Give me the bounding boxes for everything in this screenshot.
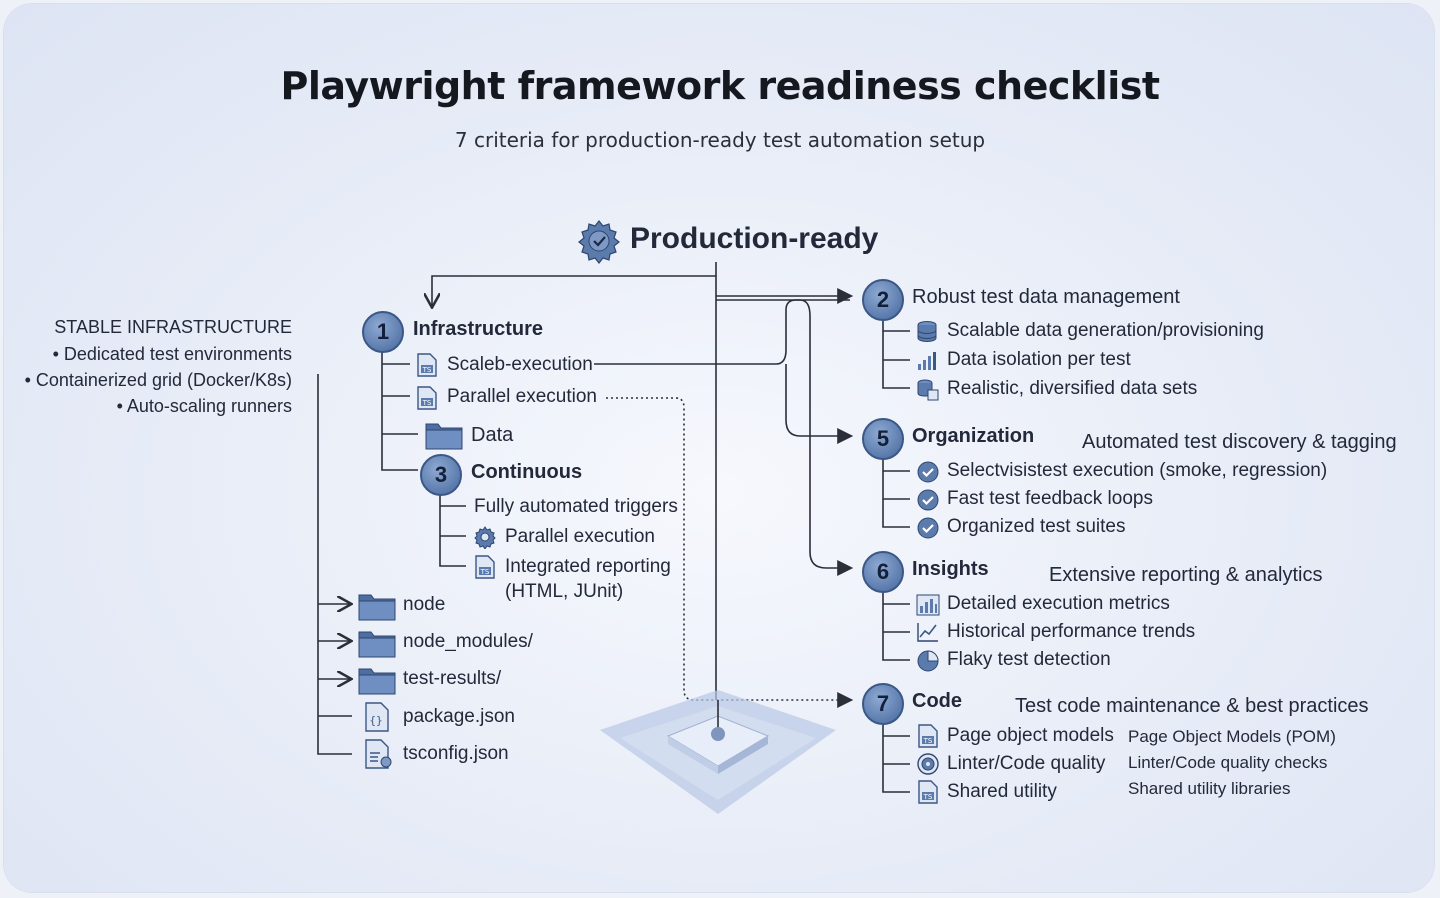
pie-chart-icon [916,649,940,677]
check-circle-icon [916,460,940,488]
data-mgmt-label: Robust test data management [912,286,1180,308]
gear-check-icon [576,218,622,268]
ts-file-icon: TS [917,780,939,808]
svg-text:TS: TS [923,793,933,801]
root-label: Production-ready [630,222,879,255]
infra-note-item: • Dedicated test environments [52,344,292,364]
platform-illustration [600,690,836,814]
svg-text:{}: {} [369,714,382,727]
organization-label: Organization [912,425,1035,447]
database-icon [916,320,938,348]
svg-text:TS: TS [422,366,432,374]
target-icon [916,752,940,780]
step-badge-3: 3 [420,454,462,496]
data-mgmt-item-label: Realistic, diversified data sets [947,378,1198,399]
continuous-label: Continuous [471,461,583,483]
file-label: node [403,594,446,615]
page-title: Playwright framework readiness checklist [280,64,1160,108]
code-item-note: Page Object Models (POM) [1128,727,1336,746]
ts-file-icon: TS [474,555,496,583]
file-label: test-results/ [403,668,502,689]
file-label: node_modules/ [403,631,533,652]
folder-icon [358,665,396,699]
infra-note-item: • Auto-scaling runners [116,396,292,416]
config-file-icon [364,739,394,773]
gear-icon [473,525,497,553]
insights-item-label: Detailed execution metrics [947,593,1170,614]
code-item-label: Page object models [947,725,1114,746]
code-label: Code [912,690,962,712]
data-mgmt-item-label: Scalable data generation/provisioning [947,320,1264,341]
code-description: Test code maintenance & best practices [1015,695,1369,717]
organization-item-label: Selectvisistest execution (smoke, regres… [947,460,1328,481]
file-label: package.json [403,706,515,727]
folder-icon [358,628,396,662]
bar-chart-icon [916,594,940,620]
data-stack-icon [916,378,940,406]
continuous-item-label: Parallel execution [505,526,655,547]
organization-item-label: Fast test feedback loops [947,488,1153,509]
line-chart-icon [916,621,940,647]
ts-file-icon: TS [917,724,939,752]
step-badge-6: 6 [862,551,904,593]
insights-item-label: Historical performance trends [947,621,1196,642]
organization-item-label: Organized test suites [947,516,1126,537]
infrastructure-item-label: Data [471,424,514,446]
json-file-icon: {} [364,702,390,736]
code-item-note: Linter/Code quality checks [1128,753,1328,772]
data-mgmt-item-label: Data isolation per test [947,349,1131,370]
page-subtitle: 7 criteria for production-ready test aut… [454,128,986,152]
step-badge-5: 5 [862,418,904,460]
svg-text:TS: TS [923,737,933,745]
insights-label: Insights [912,558,989,580]
infra-note-item: • Containerized grid (Docker/K8s) [24,370,292,390]
file-label: tsconfig.json [403,743,509,764]
infrastructure-label: Infrastructure [413,318,544,340]
svg-text:TS: TS [422,399,432,407]
code-item-label: Linter/Code quality [947,753,1106,774]
ts-file-icon: TS [416,386,438,414]
svg-text:TS: TS [480,568,490,576]
folder-icon [358,591,396,625]
continuous-item-label-2: (HTML, JUnit) [505,581,624,602]
infrastructure-item-label: Scaleb-execution [447,354,593,375]
insights-item-label: Flaky test detection [947,649,1111,670]
organization-description: Automated test discovery & tagging [1082,431,1397,453]
ts-file-icon: TS [416,353,438,381]
continuous-item-label: Integrated reporting [505,556,671,577]
step-badge-7: 7 [862,683,904,725]
step-badge-1: 1 [362,311,404,353]
continuous-item-label: Fully automated triggers [474,496,678,517]
infrastructure-item-label: Parallel execution [447,386,597,407]
infra-note-heading: STABLE INFRASTRUCTURE [54,317,292,337]
code-item-label: Shared utility [947,781,1057,802]
bar-chart-icon [916,350,940,376]
insights-description: Extensive reporting & analytics [1049,564,1323,586]
check-circle-icon [916,516,940,544]
check-circle-icon [916,488,940,516]
code-item-note: Shared utility libraries [1128,779,1291,798]
step-badge-2: 2 [862,279,904,321]
folder-icon [425,420,463,454]
